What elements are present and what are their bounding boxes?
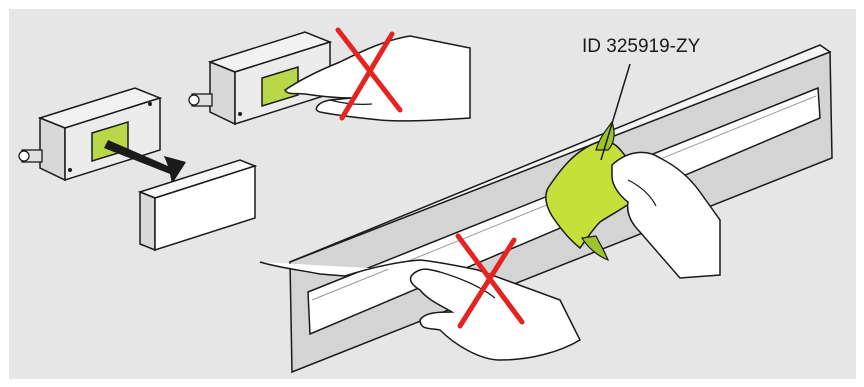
head-left-connector-end [19, 151, 29, 161]
head-left-screw [68, 168, 72, 172]
head-top-screw [238, 112, 242, 116]
plate-side [140, 192, 155, 250]
head-left-screw-2 [148, 102, 152, 106]
head-top-connector-end [189, 95, 199, 105]
cloth-id-label: ID 325919-ZY [582, 36, 700, 58]
